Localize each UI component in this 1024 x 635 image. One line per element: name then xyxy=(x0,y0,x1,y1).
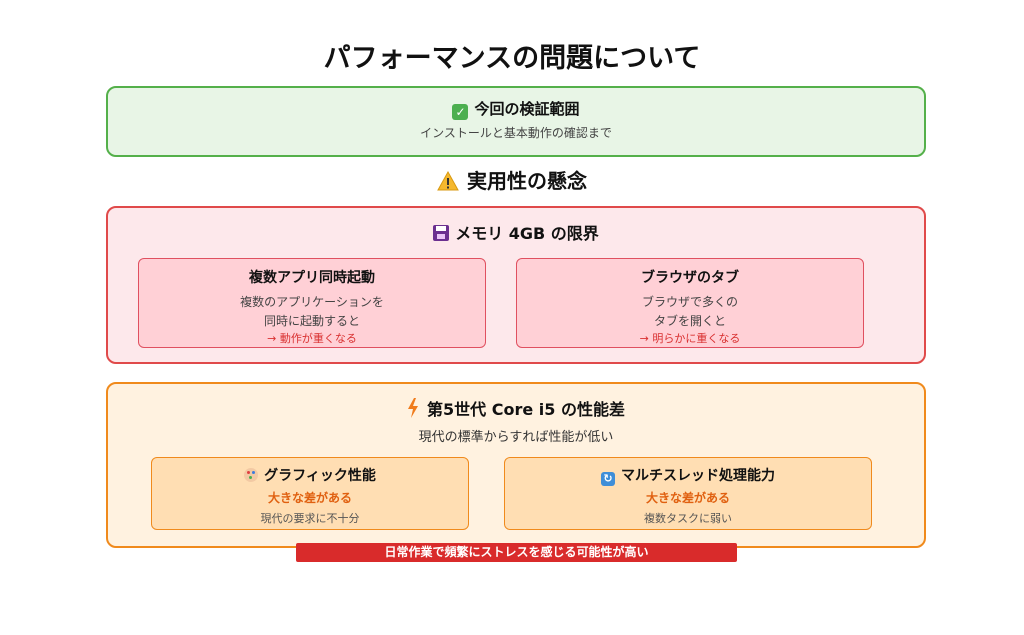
card-result: → 明らかに重くなる xyxy=(639,332,741,345)
palette-icon xyxy=(244,468,259,482)
memory-card-browser: ブラウザのタブ ブラウザで多くの タブを開くと → 明らかに重くなる xyxy=(516,258,864,348)
memory-card-apps: 複数アプリ同時起動 複数のアプリケーションを 同時に起動すると → 動作が重くな… xyxy=(138,258,486,348)
card-title: ブラウザのタブ xyxy=(641,270,739,286)
memory-panel: メモリ 4GB の限界 複数アプリ同時起動 複数のアプリケーションを 同時に起動… xyxy=(106,206,926,364)
concern-heading: 実用性の懸念 xyxy=(0,165,1024,196)
card-title: 複数アプリ同時起動 xyxy=(249,270,375,286)
cpu-card-graphics: グラフィック性能 大きな差がある 現代の要求に不十分 xyxy=(151,457,469,530)
concern-heading-text: 実用性の懸念 xyxy=(467,169,587,193)
scope-panel: ✓ 今回の検証範囲 インストールと基本動作の確認まで xyxy=(106,86,926,157)
card-title: ↻ マルチスレッド処理能力 xyxy=(505,465,871,486)
card-note: 複数タスクに弱い xyxy=(644,512,732,525)
cpu-heading: 第5世代 Core i5 の性能差 xyxy=(108,396,924,422)
cpu-card-multithread: ↻ マルチスレッド処理能力 大きな差がある 複数タスクに弱い xyxy=(504,457,872,530)
card-title-text: マルチスレッド処理能力 xyxy=(621,468,775,484)
cpu-subtitle: 現代の標準からすれば性能が低い xyxy=(418,430,614,445)
scope-subtitle: インストールと基本動作の確認まで xyxy=(420,126,612,140)
cpu-heading-text: 第5世代 Core i5 の性能差 xyxy=(427,400,625,419)
card-note: 現代の要求に不十分 xyxy=(260,512,360,525)
warning-banner: 日常作業で頻繁にストレスを感じる可能性が高い xyxy=(296,543,737,562)
card-emphasis: 大きな差がある xyxy=(645,491,730,505)
card-emphasis: 大きな差がある xyxy=(267,491,352,505)
check-icon: ✓ xyxy=(452,104,469,120)
card-title: グラフィック性能 xyxy=(152,465,468,485)
cpu-panel: 第5世代 Core i5 の性能差 現代の標準からすれば性能が低い グラフィック… xyxy=(106,382,926,548)
floppy-disk-icon xyxy=(433,225,450,241)
card-text: タブを開くと xyxy=(653,314,726,328)
card-text: 同時に起動すると xyxy=(263,314,360,328)
refresh-icon: ↻ xyxy=(601,472,615,486)
card-text: 複数のアプリケーションを xyxy=(240,295,384,309)
card-title-text: グラフィック性能 xyxy=(264,468,376,484)
card-result: → 動作が重くなる xyxy=(267,332,357,345)
scope-heading: ✓ 今回の検証範囲 xyxy=(108,98,924,120)
memory-heading: メモリ 4GB の限界 xyxy=(108,220,924,244)
scope-heading-text: 今回の検証範囲 xyxy=(474,100,580,118)
memory-heading-text: メモリ 4GB の限界 xyxy=(455,224,599,243)
card-text: ブラウザで多くの xyxy=(641,295,738,309)
lightning-icon xyxy=(407,398,419,422)
warning-icon xyxy=(437,170,459,196)
page-title: パフォーマンスの問題について xyxy=(323,43,701,74)
